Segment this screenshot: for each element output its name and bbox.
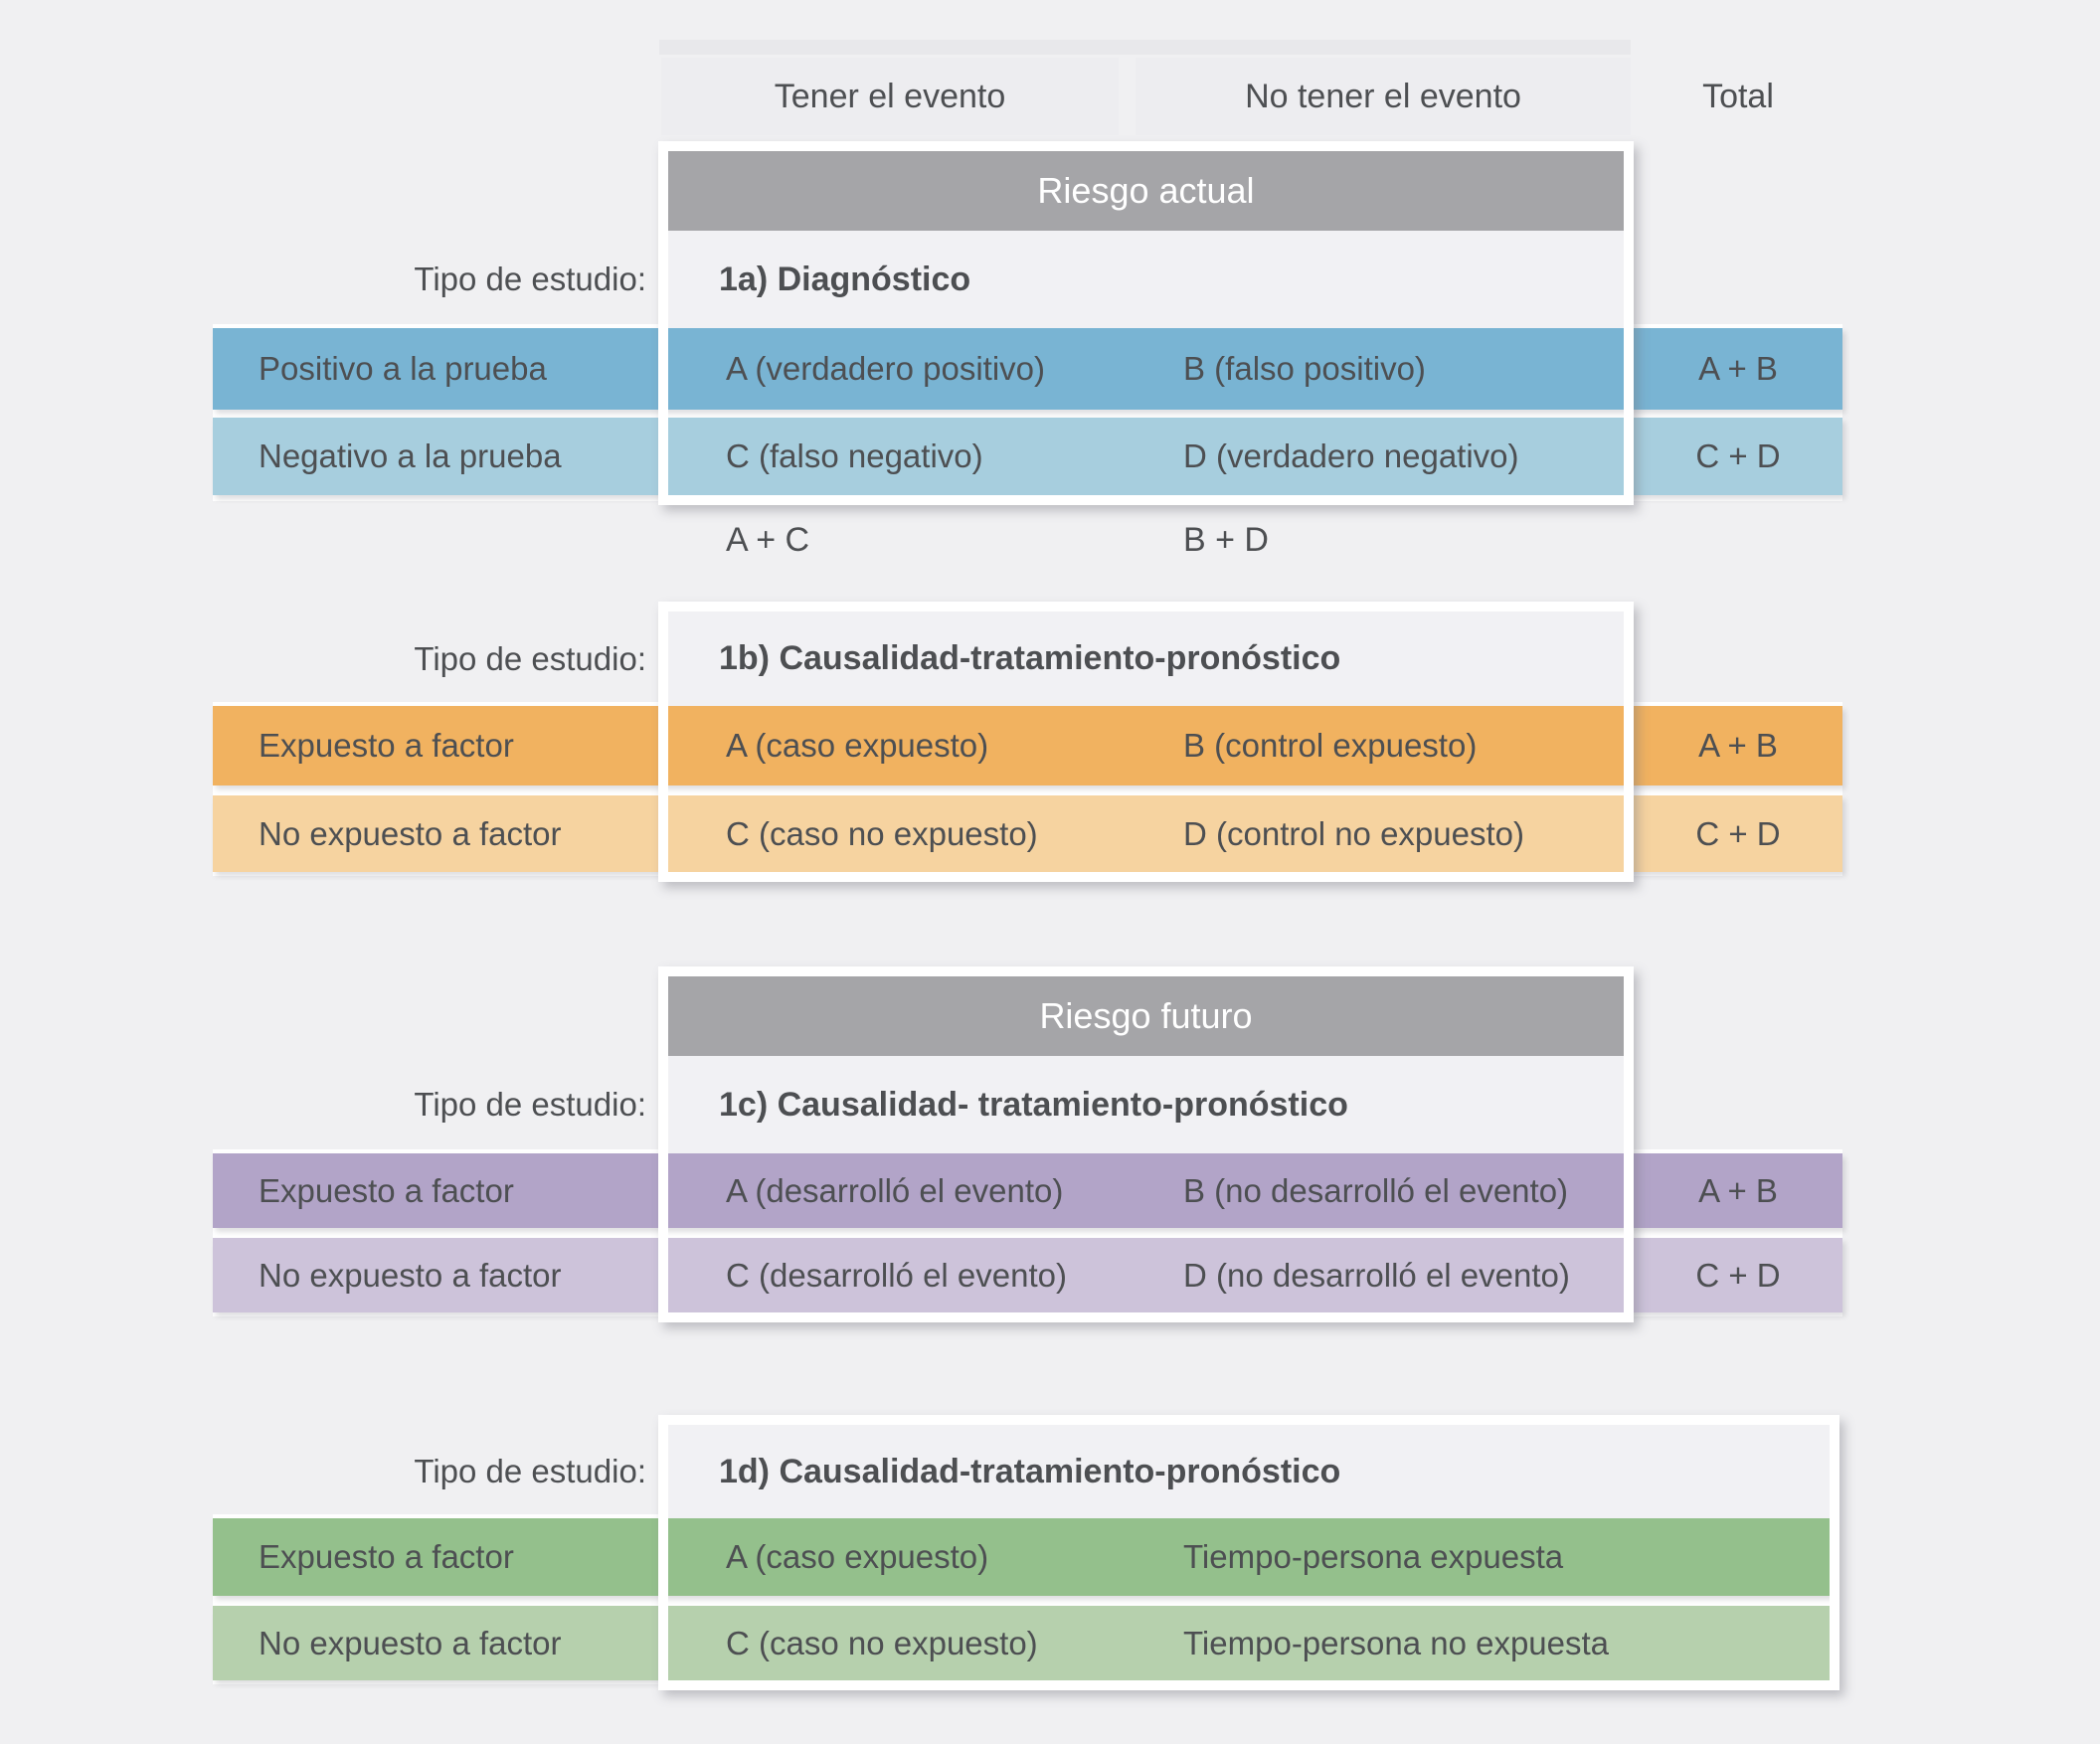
cell-a: A (caso expuesto) bbox=[726, 1538, 989, 1575]
cell-b: D (no desarrolló el evento) bbox=[1183, 1256, 1570, 1294]
row-label: Expuesto a factor bbox=[259, 1538, 514, 1575]
section-1a-row-positive: Positivo a la prueba A (verdadero positi… bbox=[213, 328, 1842, 410]
column-total-a-plus-c: A + C bbox=[726, 520, 810, 559]
section-1d-title: 1d) Causalidad-tratamiento-pronóstico bbox=[668, 1425, 1830, 1518]
study-type-label-1b: Tipo de estudio: bbox=[414, 639, 646, 677]
section-1c-row-not-exposed: No expuesto a factor C (desarrolló el ev… bbox=[213, 1238, 1842, 1312]
cell-a: C (caso no expuesto) bbox=[726, 814, 1038, 852]
cell-total: C + D bbox=[1695, 437, 1781, 474]
row-label: No expuesto a factor bbox=[259, 814, 562, 852]
cell-b: D (control no expuesto) bbox=[1183, 814, 1525, 852]
cell-a: A (verdadero positivo) bbox=[726, 350, 1045, 387]
study-type-label-1c: Tipo de estudio: bbox=[414, 1086, 646, 1123]
risk-banner-futuro: Riesgo futuro bbox=[668, 976, 1624, 1056]
section-1b-row-not-exposed: No expuesto a factor C (caso no expuesto… bbox=[213, 795, 1842, 872]
section-1b-title: 1b) Causalidad-tratamiento-pronóstico bbox=[668, 611, 1624, 706]
row-label: Expuesto a factor bbox=[259, 1171, 514, 1209]
section-1c-title: 1c) Causalidad- tratamiento-pronóstico bbox=[668, 1056, 1624, 1153]
section-1d-frame bbox=[658, 1415, 1839, 1690]
section-1d-row-not-exposed: No expuesto a factor C (caso no expuesto… bbox=[213, 1606, 1833, 1680]
section-1d-row-exposed: Expuesto a factor A (caso expuesto) Tiem… bbox=[213, 1518, 1833, 1596]
section-1a-title: 1a) Diagnóstico bbox=[668, 231, 1624, 328]
cell-a: A (caso expuesto) bbox=[726, 727, 989, 764]
cell-b: B (falso positivo) bbox=[1183, 350, 1426, 387]
study-type-label-1a: Tipo de estudio: bbox=[414, 261, 646, 297]
row-label: Positivo a la prueba bbox=[259, 350, 547, 387]
cell-total: C + D bbox=[1695, 814, 1781, 852]
section-1a-frame bbox=[658, 141, 1634, 505]
cell-a: C (falso negativo) bbox=[726, 437, 983, 474]
cell-a: C (desarrolló el evento) bbox=[726, 1256, 1067, 1294]
header-column-event-label: Tener el evento bbox=[774, 78, 1006, 115]
cell-b: Tiempo-persona no expuesta bbox=[1183, 1624, 1610, 1661]
cell-total: A + B bbox=[1698, 1171, 1778, 1209]
header-column-total-label: Total bbox=[1702, 78, 1774, 115]
study-type-label-1d: Tipo de estudio: bbox=[414, 1453, 646, 1489]
section-1b-frame bbox=[658, 602, 1634, 882]
cell-a: A (desarrolló el evento) bbox=[726, 1171, 1064, 1209]
row-label: No expuesto a factor bbox=[259, 1256, 562, 1294]
cell-b: Tiempo-persona expuesta bbox=[1183, 1538, 1564, 1575]
column-total-b-plus-d: B + D bbox=[1183, 520, 1269, 559]
section-1a-row-negative: Negativo a la prueba C (falso negativo) … bbox=[213, 418, 1842, 495]
row-label: Expuesto a factor bbox=[259, 727, 514, 764]
cell-total: A + B bbox=[1698, 350, 1778, 387]
cell-b: B (no desarrolló el evento) bbox=[1183, 1171, 1569, 1209]
row-label: Negativo a la prueba bbox=[259, 437, 562, 474]
header-column-no-event: No tener el evento bbox=[1136, 58, 1631, 135]
cell-b: B (control expuesto) bbox=[1183, 727, 1478, 764]
cell-b: D (verdadero negativo) bbox=[1183, 437, 1519, 474]
header-column-no-event-label: No tener el evento bbox=[1245, 78, 1521, 115]
header-column-event: Tener el evento bbox=[661, 58, 1119, 135]
section-1c-frame bbox=[658, 966, 1634, 1322]
section-1b-row-exposed: Expuesto a factor A (caso expuesto) B (c… bbox=[213, 706, 1842, 785]
row-label: No expuesto a factor bbox=[259, 1624, 562, 1661]
cell-total: A + B bbox=[1698, 727, 1778, 764]
header-top-strip bbox=[659, 40, 1631, 55]
risk-banner-actual: Riesgo actual bbox=[668, 151, 1624, 231]
section-1c-row-exposed: Expuesto a factor A (desarrolló el event… bbox=[213, 1153, 1842, 1228]
cell-a: C (caso no expuesto) bbox=[726, 1624, 1038, 1661]
cell-total: C + D bbox=[1695, 1256, 1781, 1294]
